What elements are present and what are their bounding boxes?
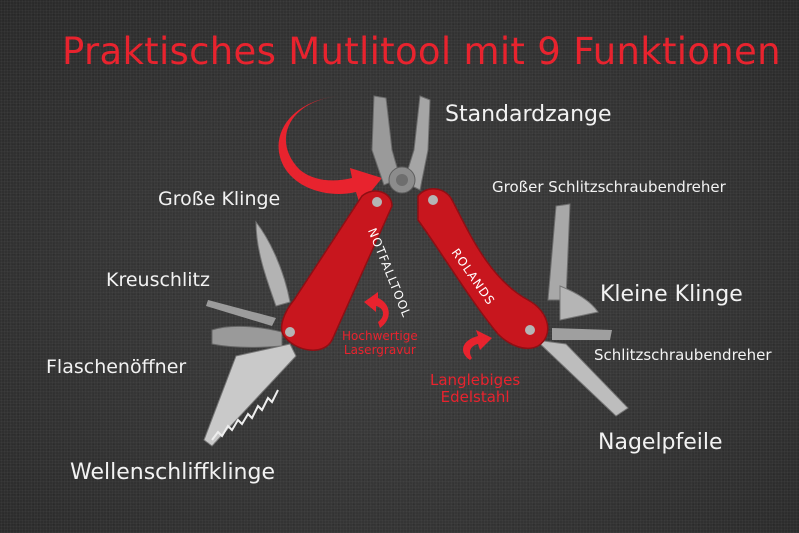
label-kleine-klinge: Kleine Klinge (600, 282, 743, 307)
label-grosser-schlitzschraubendreher: Großer Schlitzschraubendreher (492, 178, 726, 196)
pliers-jaw-right (403, 95, 431, 191)
label-standardzange: Standardzange (445, 102, 612, 127)
label-wellenschliffklinge: Wellenschliffklinge (70, 460, 275, 485)
large-flat-screwdriver (547, 203, 571, 301)
bottle-opener (211, 325, 283, 348)
page-title: Praktisches Mutlitool mit 9 Funktionen (62, 30, 781, 73)
phillips-driver (206, 300, 276, 326)
label-flaschenoeffner: Flaschenöffner (46, 356, 187, 378)
label-grosse-klinge: Große Klinge (158, 188, 281, 210)
label-kreuschlitz: Kreuschlitz (106, 269, 210, 291)
note-edelstahl: Langlebiges Edelstahl (430, 371, 521, 407)
note-lasergravur-line2: Lasergravur (343, 342, 416, 357)
large-blade (255, 220, 291, 307)
steel-arrow-icon (463, 330, 492, 360)
nail-file (534, 339, 629, 417)
flat-screwdriver (552, 328, 612, 340)
note-edelstahl-line1: Langlebiges (430, 371, 521, 389)
pliers-arrow-icon (278, 96, 382, 205)
label-nagelpfeile: Nagelpfeile (598, 430, 723, 455)
left-handle (280, 190, 393, 351)
right-handle (417, 188, 549, 350)
note-edelstahl-line2: Edelstahl (440, 388, 510, 407)
engraving-arrow-icon (364, 292, 389, 328)
small-blade (559, 285, 599, 321)
label-schlitzschraubendreher: Schlitzschraubendreher (594, 346, 772, 364)
note-lasergravur: Hochwertige Lasergravur (342, 329, 418, 358)
note-lasergravur-line1: Hochwertige (342, 329, 418, 343)
serrated-blade (203, 343, 297, 447)
